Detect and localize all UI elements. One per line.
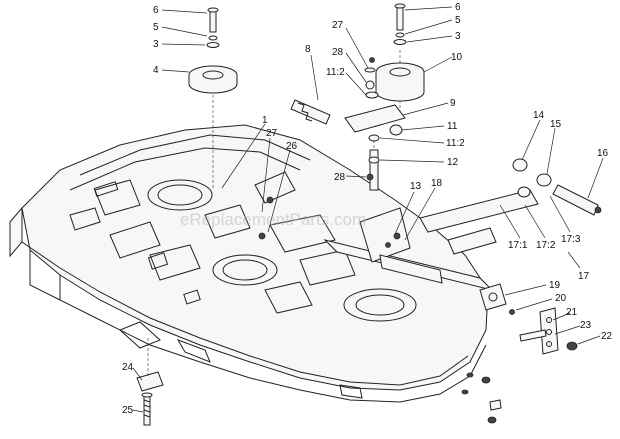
- callout-11-2-top: 11:2: [326, 67, 345, 78]
- pivot-rod: [419, 158, 602, 255]
- callout-17: 17: [578, 271, 590, 282]
- callout-6-left: 6: [153, 5, 159, 16]
- callout-4: 4: [153, 65, 159, 76]
- callout-12: 12: [447, 157, 459, 168]
- callout-6-right: 6: [455, 2, 461, 13]
- callout-16: 16: [597, 148, 609, 159]
- callout-20: 20: [555, 293, 567, 304]
- callout-17-2: 17:2: [536, 240, 556, 251]
- callout-labels: 6 5 3 4 6 5 3 10 27 28 8 11:2 9 11 11:2 …: [122, 2, 613, 416]
- right-pulley-stack: [375, 3, 425, 120]
- callout-5-right: 5: [455, 15, 461, 26]
- callout-21: 21: [566, 307, 578, 318]
- callout-17-3: 17:3: [561, 234, 581, 245]
- callout-5-left: 5: [153, 22, 159, 33]
- callout-27-top: 27: [332, 20, 344, 31]
- callout-14: 14: [533, 110, 545, 121]
- callout-10: 10: [451, 52, 463, 63]
- callout-15: 15: [550, 119, 562, 130]
- callout-25: 25: [122, 405, 134, 416]
- callout-9: 9: [450, 98, 456, 109]
- idler-arm-assembly: [290, 57, 406, 191]
- callout-11: 11: [447, 121, 458, 132]
- callout-26: 26: [286, 141, 298, 152]
- callout-3-left: 3: [153, 39, 159, 50]
- callout-24: 24: [122, 362, 134, 373]
- callout-1: 1: [262, 115, 268, 126]
- bracket-and-bolt: [136, 338, 164, 426]
- callout-23: 23: [580, 320, 592, 331]
- pivot-hardware: [461, 307, 578, 424]
- callout-13: 13: [410, 181, 422, 192]
- callout-27-bottom: 27: [266, 128, 278, 139]
- hanger-rail-assembly: [323, 207, 507, 311]
- callout-3-right: 3: [455, 31, 461, 42]
- callout-18: 18: [431, 178, 443, 189]
- watermark: eReplacementParts.com: [180, 210, 366, 229]
- left-pulley-stack: [188, 7, 238, 190]
- callout-11-2-bottom: 11:2: [446, 138, 465, 149]
- callout-22: 22: [601, 331, 613, 342]
- callout-28-top: 28: [332, 47, 344, 58]
- callout-8: 8: [305, 44, 311, 55]
- callout-17-1: 17:1: [508, 240, 528, 251]
- callout-28-bottom: 28: [334, 172, 346, 183]
- mower-deck: [9, 124, 489, 403]
- leader-lines: [132, 6, 604, 413]
- callout-19: 19: [549, 280, 561, 291]
